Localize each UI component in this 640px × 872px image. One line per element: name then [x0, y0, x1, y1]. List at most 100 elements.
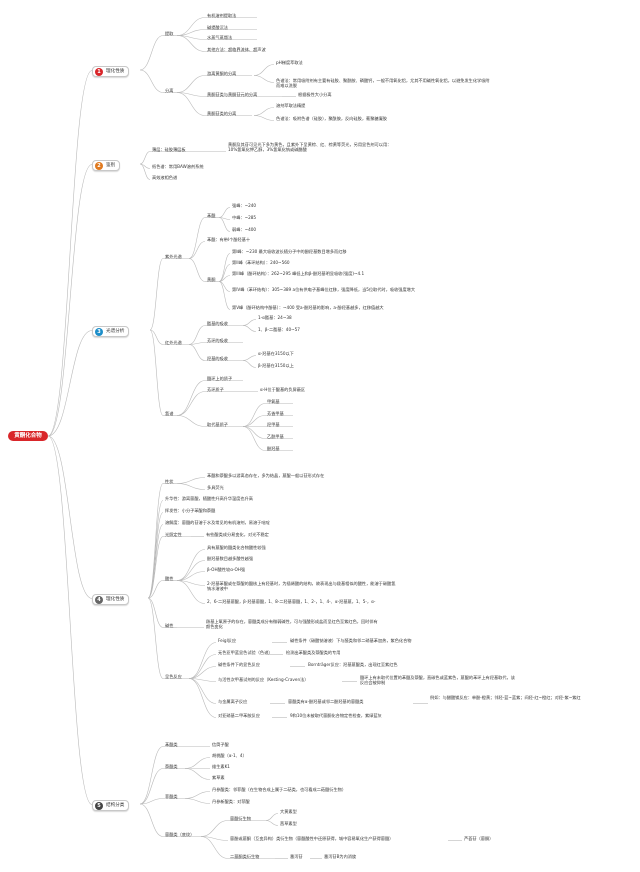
- naphthoquinone-node[interactable]: 萘醌类: [165, 763, 178, 769]
- ir-hydroxyl-node[interactable]: 羟基的吸收: [207, 355, 228, 361]
- root-topic[interactable]: 黄酮化合物: [8, 431, 48, 441]
- glyco-item[interactable]: 溶剂萃取法精提: [276, 102, 306, 108]
- substituent-item[interactable]: 羟甲基: [267, 421, 280, 427]
- naphthoquinone-item[interactable]: 紫草素: [212, 774, 225, 780]
- uv-peak[interactable]: 强峰：~240: [232, 202, 257, 208]
- anthrone-node[interactable]: 蒽酚或蒽酮（互变异构）类衍生物（蒽醌酸性中还原获得，城中容易氧化生产获得蒽醌）: [230, 835, 394, 841]
- nmr-item[interactable]: 取代基质子: [207, 421, 228, 427]
- uv-band[interactable]: 第III峰（酚环结构）：262~295 峰低上和β-酚羟基明显吸收(强度)~4.…: [232, 270, 365, 276]
- ir-hydroxyl-item[interactable]: α-羟基在3150以下: [258, 350, 294, 356]
- extract-item[interactable]: 碱提酸沉法: [207, 24, 228, 30]
- uv-band[interactable]: 第II峰（苯环结构）：240~560: [232, 259, 290, 265]
- basicity-item[interactable]: 羰基上氧原子的存在，蒽醌类成分有微弱碱性，可与强酸形成盐而呈红色至紫红色，回时伴…: [206, 618, 378, 629]
- extract-node[interactable]: 提取: [165, 30, 174, 36]
- naphthoquinone-item[interactable]: 胡桃醌（α-1、4）: [212, 752, 247, 758]
- free-item[interactable]: pH梯度萃取法: [276, 59, 303, 65]
- color-reaction-item[interactable]: Feigl反应: [218, 637, 237, 643]
- state-item[interactable]: 苯醌和萘醌多以游离态存在，多为结晶，蒽醌一般以苷形式存在: [207, 472, 325, 478]
- volatility-node[interactable]: 挥发性：小分子苯醌和萘醌: [165, 507, 216, 513]
- extract-item[interactable]: 其他方法：超临界流体、超声波: [207, 46, 266, 52]
- phenanthrene-item[interactable]: 丹参醌类：邻菲醌（在生物合成上属于二萜类，也可看成二萜醌衍生物）: [212, 786, 347, 792]
- anthraquinone-derivative-node[interactable]: 蒽醌衍生物: [230, 815, 251, 821]
- uv-peak[interactable]: 中峰：~285: [232, 214, 257, 220]
- color-reaction-node[interactable]: 呈色反应: [165, 673, 182, 679]
- naphthoquinone-item[interactable]: 维生素K1: [212, 763, 230, 769]
- ir-carbonyl-node[interactable]: 酯基的吸收: [207, 320, 228, 326]
- acidity-item[interactable]: 2-羟基苯醌或在萘醌的醌核上有羟基时，为插烯酸的结构，故表现出与羧基相似的酸性，…: [207, 580, 396, 591]
- anthraquinone-node[interactable]: 蒽醌类（底纹）: [165, 831, 195, 837]
- uv-node[interactable]: 紫外光谱: [165, 253, 182, 259]
- metal-reaction-example[interactable]: 例如：与醋酸镁反应：单酚-橙黄；邻羟-蓝~蓝紫；间羟-红~橙红；对羟-紫~紫红: [430, 694, 581, 700]
- stability-node[interactable]: 光照定性: [165, 531, 182, 537]
- substituent-item[interactable]: 甲氧基: [267, 398, 280, 404]
- dianthrone-node[interactable]: 二蒽酮类衍生物: [230, 853, 260, 859]
- uv-band[interactable]: 第IV峰（苯环结构）：305~389 a位有供电子基峰位红移，强度降低，当5位取…: [232, 286, 416, 292]
- color-reaction-item[interactable]: 无色亚甲蓝显色试验（色谱）: [218, 649, 273, 655]
- ir-carbonyl-item[interactable]: 1、β-二酯基：40~57: [258, 326, 300, 332]
- acidity-node[interactable]: 酸性: [165, 575, 174, 581]
- substituent-item[interactable]: 乙酰甲基: [267, 433, 284, 439]
- nmr-item[interactable]: 芳环质子: [207, 386, 224, 392]
- separate-node[interactable]: 分离: [165, 87, 174, 93]
- ir-node[interactable]: 红外光谱: [165, 339, 182, 345]
- glyco-separation-node[interactable]: 黄酮苷类的分离: [207, 110, 237, 116]
- substituent-item[interactable]: 芳香甲基: [267, 410, 284, 416]
- color-reaction-detail[interactable]: 醌环上有未取代位置的苯醌及萘醌，直碳色或蓝紫色，蒽醌的苯环上有羟基取代，该反应会…: [360, 674, 515, 685]
- state-item[interactable]: 多具荧光: [207, 484, 224, 490]
- benzoquinone-node[interactable]: 苯醌类: [165, 741, 178, 747]
- free-item[interactable]: 色谱法：常用吸附剂有主要有硅胶、聚酰胺、磷酸钙，一般不用氧化铝，尤其不用碱性氧化…: [276, 77, 490, 88]
- nmr-item[interactable]: 醌环上的质子: [207, 375, 233, 381]
- ir-carbonyl-item[interactable]: 1-α酯基：24~38: [258, 314, 292, 320]
- ir-hydroxyl-item[interactable]: β-羟基在3150以上: [258, 362, 294, 368]
- substituent-item[interactable]: 酚羟基: [267, 445, 280, 451]
- tlc-node[interactable]: 薄层：硅胶薄层板: [152, 146, 186, 152]
- uv-band[interactable]: 第V峰（酚环结构中酚基）：~400 受a-酚羟基的影响，a-酚羟基越多，红移值越…: [232, 304, 384, 310]
- basicity-node[interactable]: 碱性: [165, 622, 174, 628]
- phenanthrene-item[interactable]: 丹参新醌类：对菲醌: [212, 798, 250, 804]
- uv-benzoquinone-node[interactable]: 苯醌: [207, 212, 216, 218]
- extract-item[interactable]: 水蒸气蒸馏法: [207, 34, 233, 40]
- uv-rule[interactable]: 苯醌：有带I个酚羟基十: [207, 236, 251, 242]
- stability-item[interactable]: 有些醌类成分易变化，对光不稳定: [206, 531, 269, 537]
- color-reaction-item[interactable]: 与活性次甲基试剂的反应（Kesting-Craven法）: [218, 676, 309, 682]
- uv-anthraquinone-node[interactable]: 黄酮: [207, 276, 216, 282]
- uv-band[interactable]: 第I峰：~230 最大吸收波长随分子中的酚羟基数目增多而红移: [232, 248, 347, 254]
- color-reaction-item[interactable]: 碱性条件下的显色反应: [218, 661, 260, 667]
- extract-item[interactable]: 有机溶剂提取法: [207, 12, 237, 18]
- tlc-detail[interactable]: 黄酮及其苷可见光下多为黄色，且紫外下呈黄棕、红、棕黄等荧光，另用显色剂可以用：1…: [228, 141, 392, 152]
- solubility-node[interactable]: 溶解度：蒽醌的苷溶于水及常见的有机溶剂，易溶于吡啶: [165, 519, 270, 525]
- state-node[interactable]: 性状: [165, 478, 174, 484]
- ir-benzene-node[interactable]: 芳环的吸收: [207, 337, 228, 343]
- acidity-item[interactable]: β-OH酸性较α-OH强: [207, 566, 246, 572]
- sennoside-node[interactable]: 番泻苷: [290, 853, 303, 859]
- color-reaction-detail[interactable]: Bornträger反应：羟基蒽醌类，出现红至紫红色: [308, 661, 398, 667]
- color-reaction-detail[interactable]: 碱性条件（碳酸钠溶液）下与醛类和邻二硝基苯加热，紫色化合物: [290, 637, 412, 643]
- anthrone-item[interactable]: 芦荟苷（蒽酮）: [464, 835, 494, 841]
- nmr-node[interactable]: 氢谱: [165, 410, 174, 416]
- glyco-item[interactable]: 色谱法：吸附色谱（硅胶），聚酰胺，反向硅胶，葡聚糖凝胶: [276, 115, 387, 121]
- color-reaction-item[interactable]: 对亚硝基二甲苯胺反应: [218, 712, 260, 718]
- hplc-node[interactable]: 高效液相色谱: [152, 174, 178, 180]
- color-reaction-detail[interactable]: 蒽醌类有α-酚羟基或邻二酚羟基的蒽醌类: [288, 698, 364, 704]
- benzoquinone-item[interactable]: 信筒子醌: [212, 741, 229, 747]
- free-separation-node[interactable]: 游离黄酮的分离: [207, 70, 237, 76]
- sennoside-detail[interactable]: 番泻苷B为内消旋: [324, 853, 357, 859]
- acidity-item[interactable]: 2、6-二羟基蒽醌，β-羟基蒽醌，1、8-二羟基蒽醌，1、2-，1、4-、α-羟…: [207, 598, 376, 604]
- pc-node[interactable]: 纸色谱：常用BAW溶剂系统: [152, 163, 204, 169]
- sublimation-node[interactable]: 升华性：游离蒽醌，随酸性升高升华温度也升高: [165, 495, 253, 501]
- anthraquinone-type[interactable]: 茜草素型: [280, 820, 297, 826]
- glyco-vs-free-item[interactable]: 根据极性大小分离: [298, 91, 332, 97]
- color-reaction-detail[interactable]: 9和10位未被取代蒽酮化合物定性检查，紫绿蓝灰: [290, 712, 382, 718]
- phenanthrene-node[interactable]: 菲醌类: [165, 793, 178, 799]
- color-reaction-item[interactable]: 与金属离子反应: [218, 698, 248, 704]
- acidity-item[interactable]: 具有蒽醌的醌类化合物酸性较强: [207, 544, 266, 550]
- nmr-detail[interactable]: α-H位于醌基的负屏蔽区: [260, 386, 306, 392]
- color-reaction-detail[interactable]: 检测出苯醌类及萘醌类的专用: [286, 649, 341, 655]
- glyco-vs-free-node[interactable]: 黄酮苷类与黄酮苷元的分离: [207, 91, 258, 97]
- acidity-item[interactable]: 酚羟基数目越多酸性越强: [207, 555, 254, 561]
- uv-peak[interactable]: 弱峰：~400: [232, 226, 257, 232]
